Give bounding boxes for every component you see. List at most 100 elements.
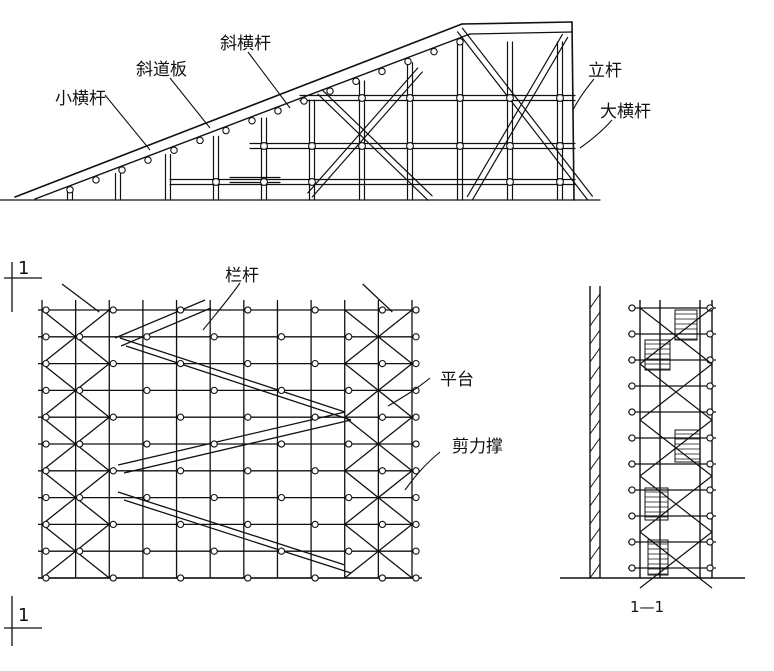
coupler-ring <box>176 467 185 475</box>
ramp-run <box>117 411 346 466</box>
coupler-ring <box>42 547 50 555</box>
coupler-ring <box>42 413 50 421</box>
coupler-ring <box>42 520 50 529</box>
ramp-run <box>123 419 352 474</box>
leader-cross-brace <box>404 451 441 491</box>
coupler-ring <box>277 386 286 395</box>
coupler-ring <box>143 493 151 502</box>
coupler-ring <box>144 156 152 164</box>
coupler-ring <box>628 460 636 468</box>
shear-brace <box>344 470 413 525</box>
wall-hatch <box>589 401 601 417</box>
coupler-ring <box>378 306 387 314</box>
coupler-ring <box>210 440 218 448</box>
coupler-ring <box>143 547 151 555</box>
cross-brace-tube <box>317 93 429 201</box>
coupler-ring <box>706 382 714 390</box>
coupler-ring <box>412 574 420 582</box>
label-leaders <box>104 51 613 491</box>
coupler-ring <box>628 408 636 416</box>
coupler-ring <box>176 413 185 421</box>
leader-platform <box>387 377 431 407</box>
ramp-board-section <box>644 339 671 371</box>
wall-hatch <box>589 365 601 381</box>
coupler-ring <box>210 547 218 555</box>
section-mark-bottom: 1 <box>18 605 29 626</box>
shear-brace <box>362 283 393 313</box>
coupler-ring <box>311 306 319 314</box>
label-cross-brace: 剪力撑 <box>452 437 503 457</box>
coupler-ring <box>345 386 353 395</box>
coupler-ring <box>378 520 387 529</box>
section-1-1-view <box>560 286 745 589</box>
section-mark-top: 1 <box>18 258 29 279</box>
coupler-ring <box>170 146 178 155</box>
shear-brace <box>344 309 413 365</box>
wall-hatch <box>589 491 601 507</box>
coupler-ring <box>345 493 353 502</box>
shear-brace <box>41 470 110 525</box>
coupler-ring <box>556 142 564 150</box>
coupler-ring <box>308 178 316 186</box>
coupler-ring <box>66 185 74 194</box>
wall-hatch <box>589 527 601 543</box>
coupler-ring <box>109 574 117 582</box>
cross-brace-tube <box>321 89 433 197</box>
shear-brace <box>41 416 110 472</box>
wall-hatch <box>589 293 601 309</box>
ramp-edge-upper <box>14 23 463 198</box>
coupler-ring <box>506 142 514 150</box>
ramp-run <box>120 307 212 347</box>
coupler-ring <box>248 116 256 125</box>
coupler-ring <box>412 467 420 475</box>
coupler-ring <box>308 142 316 150</box>
coupler-ring <box>406 142 414 150</box>
coupler-ring <box>628 512 636 520</box>
wall-hatch <box>589 455 601 471</box>
coupler-ring <box>345 547 353 555</box>
coupler-ring <box>196 136 204 145</box>
coupler-ring <box>311 574 319 582</box>
coupler-ring <box>109 467 117 475</box>
ramp-board-section <box>644 487 669 521</box>
coupler-ring <box>42 359 50 368</box>
coupler-ring <box>378 574 387 582</box>
shear-brace <box>344 523 413 579</box>
coupler-ring <box>628 434 636 442</box>
coupler-ring <box>706 486 714 494</box>
coupler-ring <box>556 178 564 186</box>
coupler-ring <box>345 440 353 448</box>
coupler-ring <box>706 512 714 520</box>
coupler-ring <box>404 57 412 66</box>
cross-brace-tube <box>461 27 593 197</box>
ramp-perspective-view <box>0 21 601 201</box>
coupler-ring <box>277 547 286 555</box>
ramp-run <box>125 345 352 421</box>
coupler-ring <box>378 67 386 76</box>
coupler-ring <box>210 386 218 395</box>
coupler-ring <box>311 467 319 475</box>
label-platform: 平台 <box>440 370 474 390</box>
coupler-ring <box>42 574 50 582</box>
coupler-ring <box>244 359 252 368</box>
coupler-ring <box>506 178 514 186</box>
coupler-ring <box>222 126 230 135</box>
shear-brace <box>41 363 110 418</box>
coupler-ring <box>628 356 636 364</box>
ramp-platform-top <box>461 21 573 25</box>
coupler-ring <box>143 333 151 341</box>
coupler-ring <box>277 333 286 341</box>
section-caption: 1—1 <box>630 598 664 616</box>
coupler-ring <box>412 413 420 421</box>
coupler-ring <box>244 574 252 582</box>
coupler-ring <box>311 413 319 421</box>
coupler-ring <box>628 564 636 572</box>
coupler-ring <box>109 359 117 368</box>
leader-main-ledger <box>579 119 613 149</box>
leader-inclined-ledger <box>247 51 291 109</box>
leader-small-ledger <box>104 94 151 151</box>
coupler-ring <box>75 386 84 395</box>
coupler-ring <box>706 564 714 572</box>
coupler-ring <box>628 486 636 494</box>
section-marker-bottom <box>4 596 42 646</box>
